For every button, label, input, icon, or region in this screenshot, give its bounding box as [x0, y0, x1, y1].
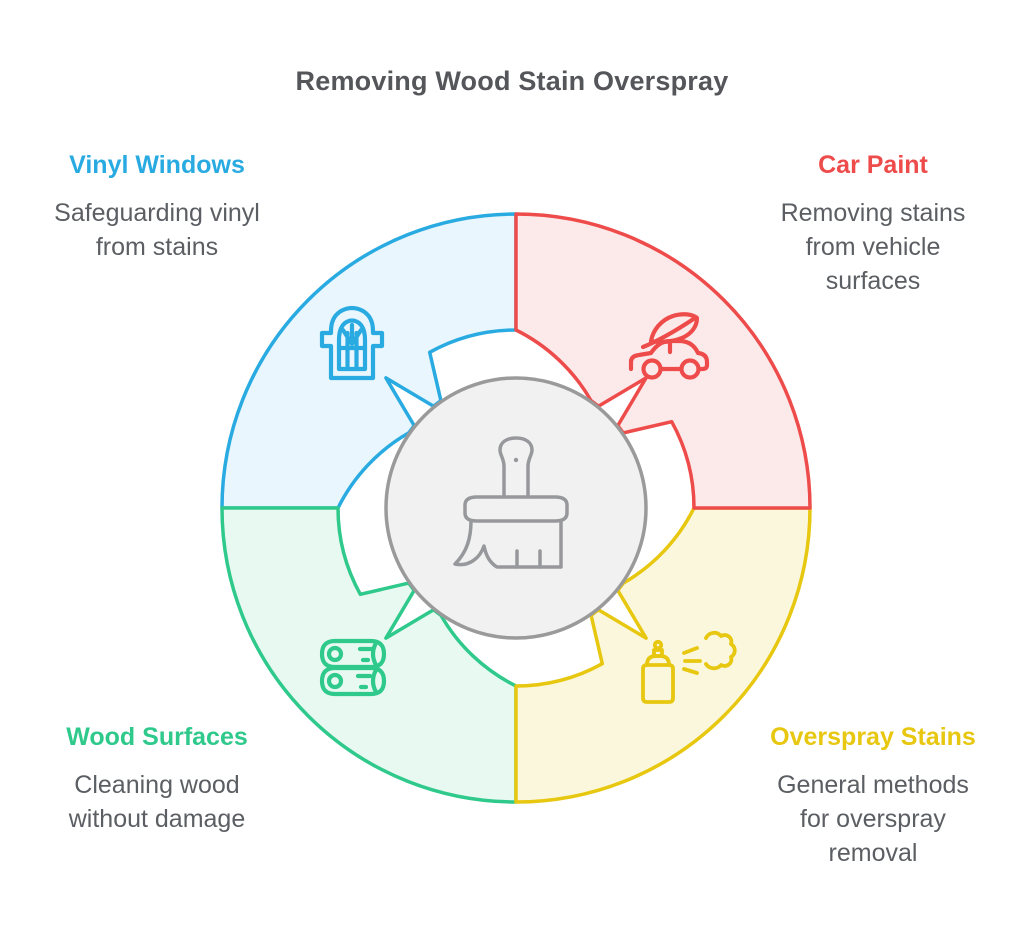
quadrant-description: General methods for overspray removal — [777, 771, 969, 867]
center-circle — [384, 376, 648, 640]
quadrant-label-overspray-stains: Overspray Stains General methods for ove… — [718, 723, 1024, 870]
eco-car-icon — [628, 312, 710, 380]
diagram-title: Removing Wood Stain Overspray — [295, 66, 729, 96]
quadrant-description: Safeguarding vinyl from stains — [54, 199, 260, 261]
wood-logs-icon — [319, 638, 387, 697]
quadrant-heading: Wood Surfaces — [66, 723, 248, 751]
quadrant-heading: Car Paint — [818, 151, 928, 179]
quadrant-label-wood-surfaces: Wood Surfaces Cleaning wood without dama… — [2, 723, 312, 836]
segment-wood-surfaces — [220, 506, 518, 804]
quadrant-label-car-paint: Car Paint Removing stains from vehicle s… — [718, 151, 1024, 298]
quadrant-description: Removing stains from vehicle surfaces — [780, 199, 966, 295]
paint-brush-icon — [453, 436, 569, 569]
quadrant-description: Cleaning wood without damage — [68, 771, 246, 833]
segment-car-paint — [514, 212, 812, 510]
arched-window-icon — [319, 305, 385, 381]
spray-can-icon — [641, 630, 737, 704]
quadrant-heading: Vinyl Windows — [69, 151, 245, 179]
quadrant-label-vinyl-windows: Vinyl Windows Safeguarding vinyl from st… — [2, 151, 312, 264]
quadrant-heading: Overspray Stains — [770, 723, 976, 751]
segment-vinyl-windows — [220, 212, 518, 510]
